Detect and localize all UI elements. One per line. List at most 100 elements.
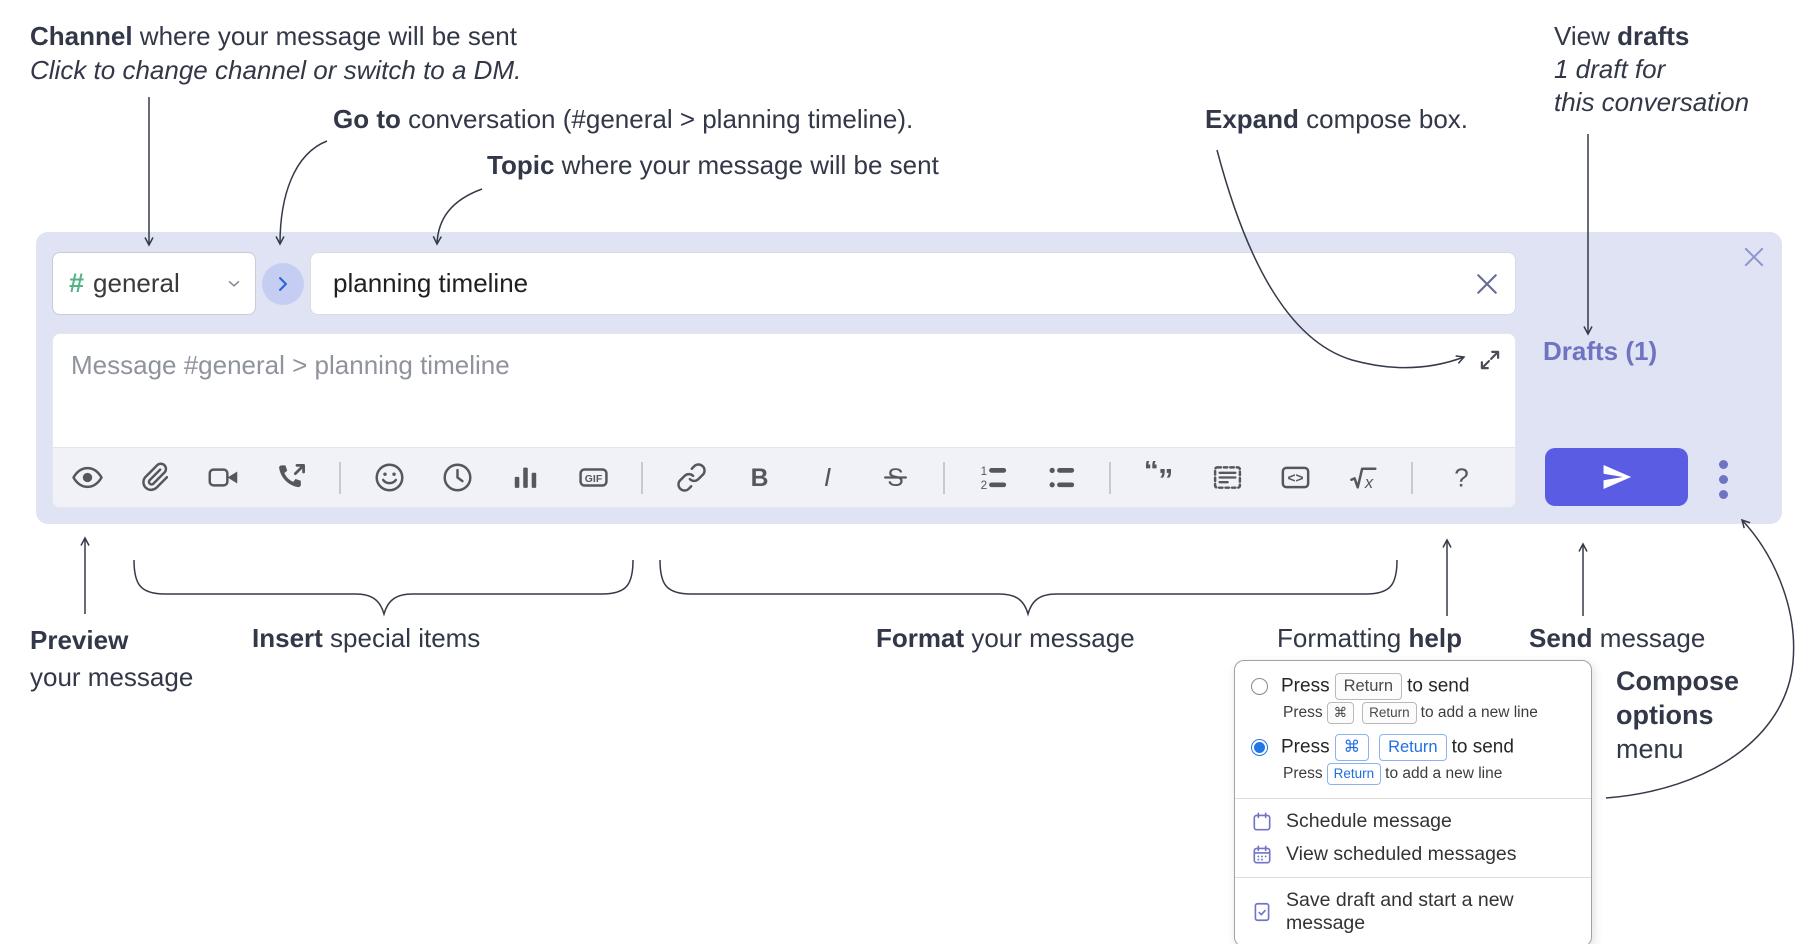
go-to-conversation-button[interactable] — [262, 263, 304, 305]
dot — [1718, 459, 1728, 469]
compose-options-annotation: Compose options menu — [1616, 664, 1739, 766]
svg-text:1: 1 — [980, 465, 987, 478]
view-drafts-line2: 1 draft for — [1554, 54, 1666, 84]
topic-annotation: Topic where your message will be sent — [487, 149, 939, 182]
toolbar-bold-button[interactable]: B — [725, 450, 793, 506]
topic-input[interactable] — [311, 253, 1515, 314]
bold-icon: B — [750, 465, 768, 492]
preview-icon — [71, 466, 103, 489]
popup-menu-item[interactable]: Schedule message — [1235, 805, 1591, 838]
insert-brace — [133, 559, 634, 617]
svg-text:GIF: GIF — [584, 474, 601, 485]
attach-file-icon — [141, 462, 168, 492]
channel-annotation-sub: Click to change channel or switch to a D… — [30, 55, 522, 85]
kbd-key: Return — [1326, 762, 1382, 785]
toolbar-link-button[interactable] — [657, 450, 725, 506]
kbd-key: Return — [1334, 673, 1403, 700]
insert-annotation-bold: Insert — [252, 623, 323, 653]
kbd-key: Return — [1379, 734, 1447, 761]
chevron-down-icon — [228, 280, 240, 287]
popup-menu-item-label: Schedule message — [1286, 810, 1452, 832]
toolbar-audio-call-button[interactable] — [257, 450, 325, 506]
toolbar-strikethrough-button[interactable]: S — [861, 450, 929, 506]
toolbar-emoji-button[interactable] — [355, 450, 423, 506]
view-drafts-bold: drafts — [1617, 21, 1690, 51]
view-drafts-pre: View — [1554, 21, 1618, 51]
channel-name: general — [93, 268, 180, 298]
svg-text:B: B — [750, 465, 768, 492]
topic-annotation-rest: where your message will be sent — [554, 150, 939, 180]
clear-topic-icon[interactable] — [1473, 270, 1501, 298]
toolbar-preview-button[interactable] — [53, 450, 121, 506]
radio-selected-icon[interactable] — [1251, 738, 1268, 756]
toolbar-gif-button[interactable]: GIF — [559, 450, 627, 506]
global-time-icon — [442, 463, 472, 492]
formatting-help-pre: Formatting — [1277, 623, 1409, 653]
svg-text:I: I — [823, 462, 830, 492]
svg-text:?: ? — [1454, 462, 1469, 492]
format-brace — [659, 559, 1398, 617]
save-draft-icon — [1254, 902, 1270, 922]
video-call-icon — [208, 468, 237, 487]
popup-menu-item[interactable]: View scheduled messages — [1235, 838, 1591, 871]
scheduled-messages-calendar-icon — [1253, 845, 1271, 864]
popup-menu-item[interactable]: Save draft and start a new message — [1235, 884, 1591, 940]
audio-call-icon — [278, 464, 305, 488]
toolbar-spoiler-button[interactable] — [1193, 450, 1261, 506]
channel-hash-icon: # — [69, 268, 85, 298]
toolbar-quote-button[interactable]: “” — [1125, 450, 1193, 506]
channel-selector[interactable]: # general — [52, 252, 256, 315]
insert-annotation: Insert special items — [252, 622, 480, 655]
popup-menu-item-label: View scheduled messages — [1286, 843, 1517, 865]
code-icon: <> — [1281, 466, 1309, 489]
strikethrough-icon: S — [883, 465, 907, 492]
toolbar-code-button[interactable]: <> — [1261, 450, 1329, 506]
close-compose-icon[interactable] — [1741, 244, 1767, 270]
radio-unselected-icon[interactable] — [1251, 677, 1268, 695]
view-drafts-annotation: View drafts 1 draft for this conversatio… — [1554, 20, 1749, 119]
format-annotation-rest: your message — [964, 623, 1135, 653]
numbered-list-icon: 12 — [980, 465, 1006, 492]
compose-options-menu-button[interactable] — [1705, 454, 1741, 504]
toolbar-italic-button[interactable]: I — [793, 450, 861, 506]
toolbar-divider — [1095, 450, 1125, 506]
toolbar-poll-button[interactable] — [491, 450, 559, 506]
toolbar-global-time-button[interactable] — [423, 450, 491, 506]
message-area: GIF B I S 12 “” <> x? — [52, 333, 1516, 508]
send-button[interactable] — [1545, 448, 1688, 506]
goto-annotation: Go to conversation (#general > planning … — [333, 103, 913, 136]
expand-annotation-rest: compose box. — [1298, 104, 1469, 134]
formatting-help-bold: help — [1408, 623, 1462, 653]
drafts-link[interactable]: Drafts (1) — [1543, 336, 1658, 366]
toolbar-video-call-button[interactable] — [189, 450, 257, 506]
toolbar-latex-button[interactable]: x — [1329, 450, 1397, 506]
compose-options-line3: menu — [1616, 734, 1684, 764]
popup-divider — [1235, 798, 1591, 799]
quote-icon: “” — [1143, 461, 1173, 494]
topic-annotation-bold: Topic — [487, 150, 555, 180]
svg-text:x: x — [1363, 474, 1373, 492]
compose-box: # general GIF B I S 12 “” <> x? Drafts (1) — [36, 232, 1782, 524]
kbd-key: Return — [1362, 701, 1417, 724]
svg-text:“: “ — [1143, 461, 1158, 487]
formatting-help-annotation: Formatting help — [1277, 622, 1462, 655]
toolbar-bulleted-list-button[interactable] — [1027, 450, 1095, 506]
toolbar-attach-file-button[interactable] — [121, 450, 189, 506]
toolbar-divider — [1397, 450, 1427, 506]
message-input[interactable] — [53, 334, 1515, 444]
compose-options-line2: options — [1616, 700, 1714, 730]
channel-annotation-rest: where your message will be sent — [132, 21, 517, 51]
toolbar-help-button[interactable]: ? — [1427, 450, 1495, 506]
send-annotation: Send message — [1529, 622, 1705, 655]
view-drafts-line3: this conversation — [1554, 87, 1750, 117]
expand-compose-icon[interactable] — [1477, 347, 1503, 373]
svg-text:”: ” — [1158, 464, 1173, 494]
dot — [1718, 474, 1728, 484]
expand-annotation: Expand compose box. — [1205, 103, 1468, 136]
